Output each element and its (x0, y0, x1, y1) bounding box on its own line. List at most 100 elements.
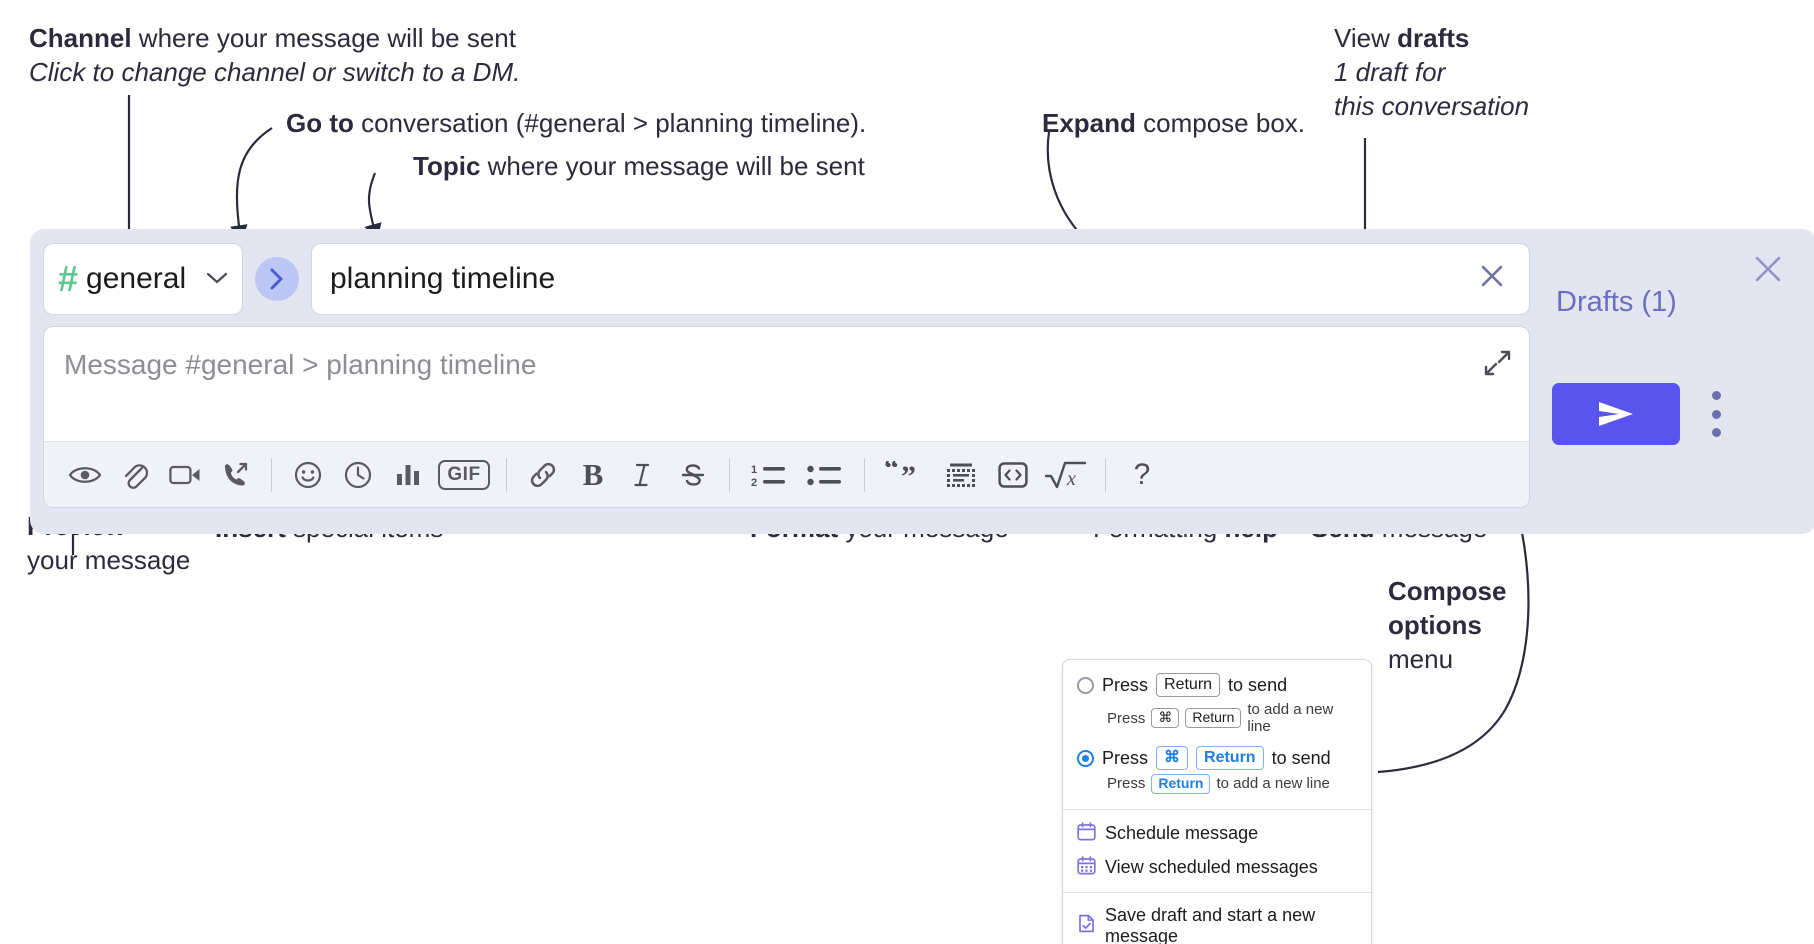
link-icon[interactable] (518, 453, 568, 497)
key-return: Return (1185, 708, 1242, 728)
poll-icon[interactable] (383, 453, 433, 497)
annotation-compose-options-bold1: Compose (1388, 576, 1507, 606)
option1-tosend: to send (1228, 674, 1288, 695)
annotation-channel-rest: where your message will be sent (131, 23, 516, 53)
annotation-compose-options: Compose options menu (1388, 575, 1506, 676)
annotation-channel-bold: Channel (29, 23, 132, 53)
message-input[interactable]: Message #general > planning timeline (44, 327, 1529, 441)
menu-item-label: Save draft and start a new message (1105, 904, 1316, 944)
bulleted-list-icon[interactable] (797, 453, 853, 497)
code-block-icon[interactable] (934, 453, 988, 497)
menu-item-label: Schedule message (1105, 823, 1259, 843)
option2-sub-tail: to add a new line (1216, 775, 1330, 793)
goto-conversation-button[interactable] (255, 257, 299, 301)
compose-right-panel: Drafts (1) (1530, 229, 1814, 534)
formatting-toolbar: GIF B (44, 441, 1529, 507)
channel-selector[interactable]: # general (43, 243, 243, 315)
help-label: ? (1133, 457, 1151, 491)
italic-icon[interactable] (618, 453, 668, 497)
blockquote-icon[interactable]: “ ” (876, 453, 934, 497)
annotation-drafts-bold: drafts (1397, 23, 1470, 53)
chevron-down-icon (206, 268, 228, 291)
inline-code-icon[interactable] (988, 453, 1038, 497)
kebab-dot (1711, 391, 1721, 400)
annotation-drafts-plain: View (1334, 23, 1398, 53)
menu-item-schedule-message[interactable]: Schedule message (1063, 817, 1371, 851)
expand-icon[interactable] (1483, 349, 1511, 377)
attachment-icon[interactable] (110, 453, 160, 497)
send-button[interactable] (1552, 383, 1680, 445)
help-icon[interactable]: ? (1117, 453, 1167, 497)
toolbar-divider (271, 457, 272, 492)
annotation-preview-rest: your message (27, 544, 191, 575)
compose-header-row: # general planning timeline (43, 243, 1530, 315)
emoji-icon[interactable] (283, 453, 333, 497)
send-option-cmd-return[interactable]: Press ⌘ Return to send Press Return to a… (1063, 743, 1371, 802)
annotation-topic-rest: where your message will be sent (480, 151, 865, 181)
clock-icon[interactable] (333, 453, 383, 497)
drafts-link[interactable]: Drafts (1) (1556, 286, 1677, 318)
topic-value: planning timeline (330, 262, 556, 295)
annotation-topic: Topic where your message will be sent (413, 150, 865, 184)
compose-options-dropdown: Press Return to send Press ⌘ Return to a… (1062, 659, 1372, 944)
annotation-expand: Expand compose box. (1042, 107, 1305, 141)
channel-name: general (86, 262, 187, 295)
menu-item-save-draft[interactable]: Save draft and start a new message (1063, 900, 1371, 944)
key-cmd: ⌘ (1156, 746, 1189, 770)
message-placeholder: Message #general > planning timeline (64, 349, 537, 380)
annotation-drafts-italic2: this conversation (1334, 90, 1530, 121)
video-icon[interactable] (160, 453, 210, 497)
option1-sub-press: Press (1107, 709, 1146, 727)
svg-text:x: x (1066, 468, 1076, 490)
close-icon[interactable] (1752, 253, 1784, 291)
annotation-channel: Channel where your message will be sent … (29, 22, 520, 90)
menu-item-view-scheduled[interactable]: View scheduled messages (1063, 851, 1371, 885)
send-icon (1599, 402, 1633, 426)
kebab-dot (1711, 428, 1721, 437)
ordered-list-icon[interactable]: 1 2 (741, 453, 797, 497)
bold-icon[interactable]: B (568, 453, 618, 497)
annotation-compose-options-bold2: options (1388, 609, 1482, 640)
annotation-expand-rest: compose box. (1135, 108, 1306, 138)
radio-cmd-return[interactable] (1077, 749, 1094, 767)
math-icon[interactable]: x (1038, 453, 1094, 497)
key-return: Return (1151, 774, 1211, 794)
close-icon[interactable] (1473, 261, 1511, 297)
compose-options-menu-button[interactable] (1705, 391, 1727, 437)
toolbar-divider (506, 457, 507, 492)
compose-widget: # general planning timeline (30, 229, 1814, 534)
annotation-topic-bold: Topic (413, 151, 481, 181)
annotation-expand-bold: Expand (1042, 108, 1136, 138)
annotation-goto: Go to conversation (#general > planning … (286, 107, 866, 141)
annotation-drafts-italic1: 1 draft for (1334, 56, 1446, 87)
strikethrough-icon[interactable] (668, 453, 718, 497)
svg-text:“: “ (884, 461, 899, 485)
calendar-icon (1077, 821, 1096, 846)
bold-label: B (582, 456, 604, 492)
save-draft-icon (1077, 914, 1096, 938)
option1-sub-tail: to add a new line (1247, 701, 1334, 735)
annotation-channel-italic: Click to change channel or switch to a D… (29, 56, 521, 87)
send-option-return[interactable]: Press Return to send Press ⌘ Return to a… (1063, 670, 1371, 743)
toolbar-divider (1105, 457, 1106, 492)
svg-text:1: 1 (751, 464, 757, 476)
menu-divider (1063, 891, 1371, 893)
key-return: Return (1156, 673, 1221, 697)
svg-text:2: 2 (751, 477, 757, 488)
compose-main-area: # general planning timeline (43, 243, 1530, 520)
message-box: Message #general > planning timeline (43, 326, 1530, 508)
calendar-grid-icon (1077, 855, 1096, 880)
radio-return[interactable] (1077, 676, 1094, 694)
toolbar-divider (729, 457, 730, 492)
option1-press: Press (1102, 674, 1149, 695)
topic-input[interactable]: planning timeline (311, 243, 1530, 315)
audio-call-icon[interactable] (210, 453, 260, 497)
option2-sub-press: Press (1107, 775, 1146, 793)
gif-label: GIF (438, 459, 490, 490)
gif-icon[interactable]: GIF (433, 453, 495, 497)
annotation-drafts: View drafts 1 draft for this conversatio… (1334, 22, 1529, 123)
preview-icon[interactable] (60, 453, 110, 497)
annotation-goto-rest: conversation (#general > planning timeli… (353, 108, 867, 138)
kebab-dot (1711, 409, 1721, 419)
key-cmd: ⌘ (1151, 708, 1180, 728)
